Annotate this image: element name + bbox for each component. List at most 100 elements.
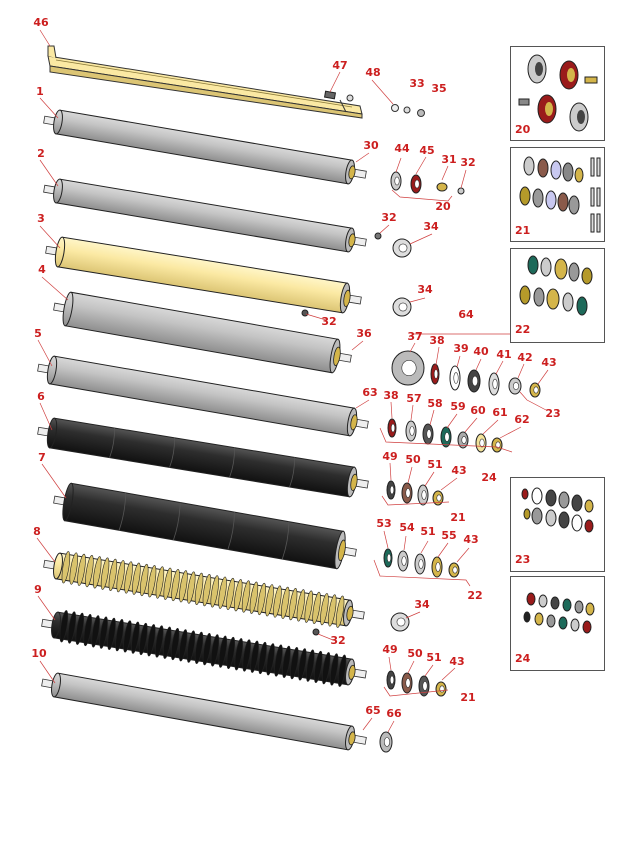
callout-22a: 22	[467, 589, 483, 602]
leader-line	[437, 542, 449, 558]
seal-49b	[386, 670, 396, 690]
callout-62: 62	[514, 413, 530, 426]
callout-8: 8	[33, 525, 41, 538]
callout-30: 30	[363, 139, 379, 152]
leader-line	[41, 463, 67, 499]
kit-bracket	[381, 495, 450, 506]
kit-box-20: 20	[510, 46, 605, 141]
leader-line	[441, 667, 456, 681]
callout-9: 9	[34, 583, 42, 596]
roller-10	[41, 672, 367, 751]
kit-bracket	[383, 686, 449, 697]
screw-32d	[312, 628, 320, 636]
leader-line	[362, 717, 373, 731]
kit-22-parts	[519, 255, 593, 316]
kit-box-23: 23	[510, 477, 605, 572]
leader-line	[390, 401, 393, 419]
spacer-42	[508, 377, 522, 395]
callout-43a: 43	[541, 356, 557, 369]
callout-51a: 51	[427, 458, 443, 471]
ring-51a	[417, 484, 429, 506]
callout-31: 31	[441, 153, 457, 166]
callout-55: 55	[441, 529, 457, 542]
callout-34a: 34	[423, 220, 439, 233]
leader-line	[39, 225, 61, 249]
leader-line	[355, 152, 370, 163]
kit-label-23: 23	[515, 553, 531, 566]
leader-line	[517, 363, 525, 379]
bearing-45	[410, 174, 422, 194]
leader-line	[435, 346, 440, 366]
seal-38b	[387, 418, 397, 438]
leader-line	[355, 399, 370, 409]
callout-34b: 34	[417, 283, 433, 296]
callout-32b: 32	[381, 211, 397, 224]
callout-51c: 51	[426, 651, 442, 664]
leader-line	[456, 547, 470, 563]
kit-label-21: 21	[515, 224, 531, 237]
leader-line	[475, 358, 482, 371]
callout-32d: 32	[330, 634, 346, 647]
nut-43b	[432, 490, 444, 506]
roller-1	[43, 109, 367, 185]
callout-44: 44	[394, 142, 410, 155]
kit-bracket	[519, 391, 547, 411]
kit-box-22: 22	[510, 248, 605, 343]
seal-59	[440, 426, 452, 448]
hub-34b	[392, 297, 412, 317]
leader-line	[395, 157, 402, 173]
roller-8	[43, 551, 365, 628]
leader-line	[409, 342, 416, 353]
callout-65: 65	[365, 704, 381, 717]
kit-label-22: 22	[515, 323, 531, 336]
ring-39	[449, 365, 461, 391]
callout-42: 42	[517, 351, 533, 364]
leader-line	[410, 404, 414, 421]
roller-9	[41, 610, 367, 687]
callout-5: 5	[34, 327, 42, 340]
callout-3: 3	[37, 212, 45, 225]
callout-6: 6	[37, 390, 45, 403]
leader-line	[537, 369, 549, 385]
leader-line	[407, 660, 415, 674]
leader-line	[305, 313, 327, 321]
roller-2	[43, 178, 367, 253]
callout-32c: 32	[321, 315, 337, 328]
leader-line	[464, 417, 478, 433]
leader-line	[37, 339, 53, 367]
callout-20b: 20	[435, 200, 451, 213]
housing-37	[391, 350, 425, 386]
callout-47: 47	[332, 59, 348, 72]
leader-line	[405, 611, 421, 619]
kit-23-parts	[521, 487, 594, 533]
leader-line	[409, 233, 433, 245]
leader-line	[429, 409, 435, 426]
leader-line	[424, 664, 434, 677]
kit-21-parts	[519, 156, 601, 233]
frame-bar	[47, 45, 363, 119]
callout-46: 46	[33, 16, 49, 29]
callout-64: 64	[458, 308, 474, 321]
bearing-58	[422, 423, 434, 445]
callout-23a: 23	[545, 407, 561, 420]
seal-53	[383, 548, 393, 568]
kit-label-20: 20	[515, 123, 531, 136]
leader-line	[388, 656, 392, 671]
callout-38a: 38	[429, 334, 445, 347]
leader-line	[495, 360, 504, 375]
leader-line	[415, 156, 427, 175]
callout-48: 48	[365, 66, 381, 79]
callout-33: 33	[409, 77, 425, 90]
leader-line	[39, 660, 56, 684]
leader-line	[440, 477, 458, 491]
callout-57: 57	[406, 392, 422, 405]
nut-43d	[435, 681, 447, 697]
kit-bracket	[391, 189, 453, 202]
callout-43d: 43	[449, 655, 465, 668]
roller-7	[53, 482, 357, 570]
leader-line	[371, 79, 394, 105]
callout-59: 59	[450, 400, 466, 413]
callout-39: 39	[453, 342, 469, 355]
leader-line	[41, 276, 69, 301]
